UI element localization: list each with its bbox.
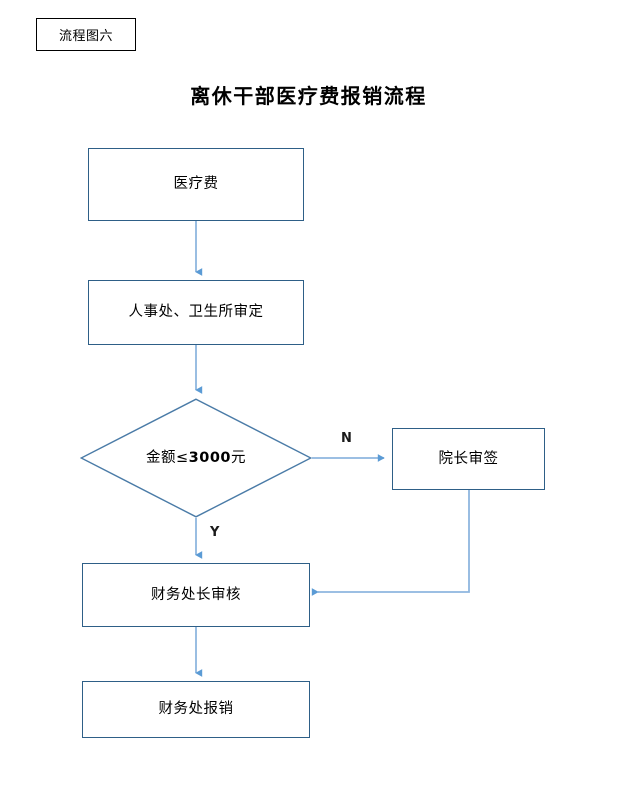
flowchart-index-label: 流程图六 xyxy=(58,29,113,44)
amount-check-threshold: 3000 xyxy=(188,449,231,466)
flowchart-node-finance-reimb[interactable]: 财务处报销 xyxy=(82,681,310,738)
decision-diamond-shape xyxy=(80,398,312,518)
flowchart-node-finance-chief[interactable]: 财务处长审核 xyxy=(82,563,310,627)
flowchart-node-amount-check-textwrap: 金额≤3000元 xyxy=(80,398,312,518)
flowchart-node-medical-fee[interactable]: 医疗费 xyxy=(88,148,304,221)
flowchart-node-hr-review-label: 人事处、卫生所审定 xyxy=(128,304,264,321)
flowchart-index-tag: 流程图六 xyxy=(36,18,136,51)
amount-check-suffix: 元 xyxy=(231,449,246,466)
flowchart-node-amount-check-label: 金额≤3000元 xyxy=(146,449,246,468)
diagram-title: 离休干部医疗费报销流程 xyxy=(190,84,427,108)
flowchart-node-dean-sign[interactable]: 院长审签 xyxy=(392,428,545,490)
flowchart-node-finance-reimb-label: 财务处报销 xyxy=(158,701,234,718)
edge-label-yes: Y xyxy=(210,525,220,540)
flowchart-node-amount-check[interactable]: 金额≤3000元 xyxy=(80,398,312,518)
edge-dean-sign-to-finance-chief xyxy=(311,490,470,596)
edge-label-no: N xyxy=(341,431,352,446)
amount-check-prefix: 金额≤ xyxy=(145,449,189,466)
flowchart-node-finance-chief-label: 财务处长审核 xyxy=(151,586,241,603)
flowchart-node-dean-sign-label: 院长审签 xyxy=(438,450,499,467)
flowchart-node-hr-review[interactable]: 人事处、卫生所审定 xyxy=(88,280,304,345)
flowchart-node-medical-fee-label: 医疗费 xyxy=(173,176,219,193)
